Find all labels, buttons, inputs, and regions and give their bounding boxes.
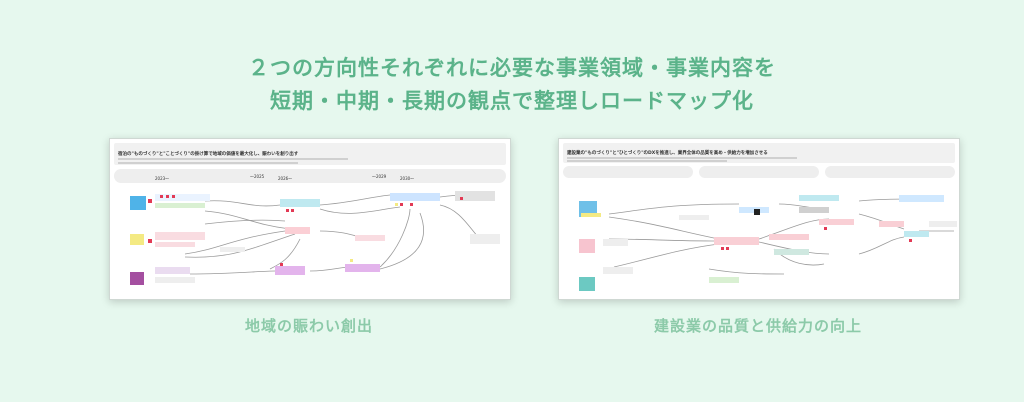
roadmap-panel-left[interactable]: 宿泊の"ものづくり"と"ことづくり"の掛け算で地域の価値を最大化し、賑わいを創り… bbox=[109, 138, 511, 300]
note-yellow bbox=[130, 234, 144, 245]
connector-lines-left bbox=[184, 194, 481, 275]
headline-line-2: 短期・中期・長期の観点で整理しロードマップ化 bbox=[270, 89, 754, 113]
caption-right: 建設業の品質と供給力の向上 bbox=[653, 317, 862, 335]
roadmap-panel-right[interactable]: 建設業の"ものづくり"と"ひとづくり"のDXを推進し、業界全体の品質を高め・供給… bbox=[558, 138, 960, 300]
headline-line-1: ２つの方向性それぞれに必要な事業領域・事業内容を bbox=[248, 56, 776, 80]
year-1-label: 〜2025 bbox=[250, 174, 265, 179]
note-purple bbox=[130, 272, 144, 285]
caption-left: 地域の賑わい創出 bbox=[244, 317, 373, 335]
roadmap-title-left: 宿泊の"ものづくり"と"ことづくり"の掛け算で地域の価値を最大化し、賑わいを創り… bbox=[118, 150, 299, 157]
roadmap-title-right: 建設業の"ものづくり"と"ひとづくり"のDXを推進し、業界全体の品質を高め・供給… bbox=[566, 149, 768, 156]
phase-3-label: 2030〜 bbox=[400, 176, 414, 181]
roadmap-diagram-right: 建設業の"ものづくり"と"ひとづくり"のDXを推進し、業界全体の品質を高め・供給… bbox=[563, 143, 957, 291]
year-2-label: 〜2029 bbox=[372, 174, 387, 179]
note-blue bbox=[130, 196, 146, 210]
card-teal bbox=[280, 199, 320, 207]
phase-1-label: 2023〜 bbox=[155, 176, 169, 181]
phase-2-label: 2026〜 bbox=[278, 176, 292, 181]
roadmap-diagram-left: 宿泊の"ものづくり"と"ことづくり"の掛け算で地域の価値を最大化し、賑わいを創り… bbox=[114, 143, 506, 285]
